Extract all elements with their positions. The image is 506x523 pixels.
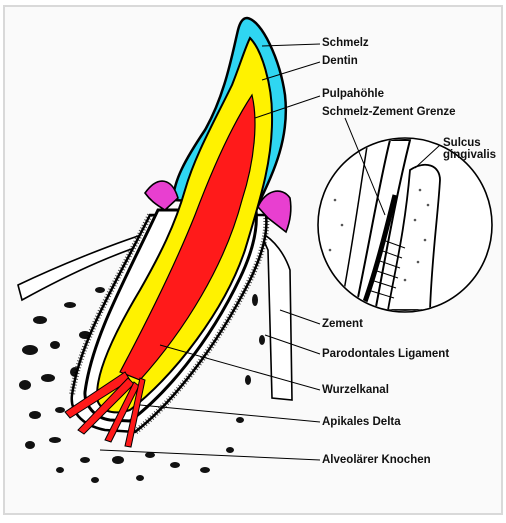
label-zement: Zement — [322, 318, 363, 331]
label-sulcus-line1: Sulcus — [443, 137, 481, 149]
label-wurzelkanal: Wurzelkanal — [322, 384, 389, 397]
label-apikales-delta: Apikales Delta — [322, 416, 401, 429]
label-dentin: Dentin — [322, 55, 358, 68]
label-sulcus-line2: gingivalis — [443, 149, 496, 161]
label-schmelz-zement-grenze: Schmelz-Zement Grenze — [322, 106, 456, 119]
label-schmelz: Schmelz — [322, 37, 369, 50]
magnified-inset — [318, 138, 492, 312]
label-pulpahoehle: Pulpahöhle — [322, 88, 384, 101]
label-parodontales-ligament: Parodontales Ligament — [322, 348, 449, 361]
label-alveolaerer-knochen: Alveolärer Knochen — [322, 454, 431, 467]
